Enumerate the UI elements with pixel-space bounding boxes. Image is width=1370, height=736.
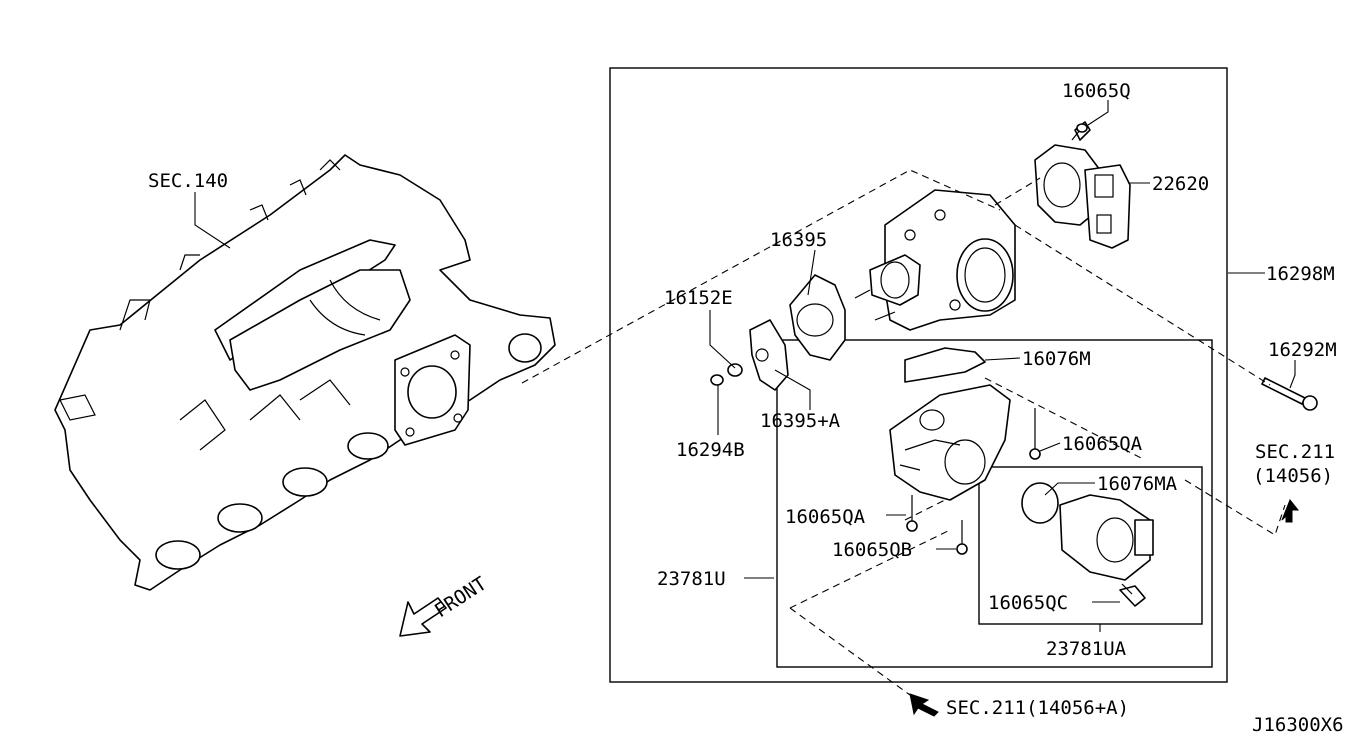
throttle-body: [854, 189, 1016, 331]
sec211-bottom-arrow-icon: [909, 693, 939, 717]
label-16065QB: 16065QB: [832, 539, 912, 561]
label-sec140: SEC.140: [148, 170, 228, 192]
aac-valve: [1021, 482, 1154, 607]
label-16076M: 16076M: [1022, 348, 1091, 370]
label-16065QA-left: 16065QA: [785, 506, 866, 528]
label-22620: 22620: [1152, 173, 1209, 195]
sec211-arrow-icon: [1281, 499, 1300, 523]
label-16065QC: 16065QC: [988, 592, 1068, 614]
label-16292M: 16292M: [1268, 339, 1337, 361]
label-sec211-bottom: SEC.211(14056+A): [946, 697, 1129, 719]
label-front: FRONT: [431, 573, 491, 623]
idle-control-body: [889, 384, 1011, 501]
leader-lines: [194, 100, 1296, 632]
label-sec211-code: (14056): [1253, 465, 1333, 487]
label-16294B: 16294B: [676, 439, 745, 461]
screw-16065QA-left: [906, 495, 918, 532]
label-16076MA: 16076MA: [1097, 473, 1178, 495]
screw-16065Q: [1071, 123, 1088, 141]
idle-control-frame: [776, 339, 1213, 668]
label-16065Q: 16065Q: [1062, 80, 1131, 102]
screw-16065QC: [1121, 583, 1133, 595]
label-sec211: SEC.211: [1255, 441, 1335, 463]
gasket: [904, 347, 986, 383]
screw-16065QA-right: [1029, 408, 1041, 460]
dashed-lines: [521, 169, 1286, 696]
label-16298M: 16298M: [1266, 263, 1335, 285]
outer-frame: [609, 67, 1228, 683]
label-23781U: 23781U: [657, 568, 726, 590]
intake-manifold: [54, 154, 556, 591]
label-23781UA: 23781UA: [1046, 638, 1127, 660]
bolt-16292M: [1261, 377, 1318, 411]
label-16152E: 16152E: [664, 287, 733, 309]
diagram-code: J16300X6: [1252, 714, 1344, 736]
front-arrow-icon: [399, 597, 447, 637]
label-16065QA-right: 16065QA: [1062, 433, 1143, 455]
throttle-sensor: [1034, 121, 1131, 249]
screw-16065QB: [956, 520, 968, 555]
aac-valve-frame: [978, 466, 1203, 625]
label-16395A: 16395+A: [760, 410, 841, 432]
label-16395: 16395: [770, 229, 827, 251]
